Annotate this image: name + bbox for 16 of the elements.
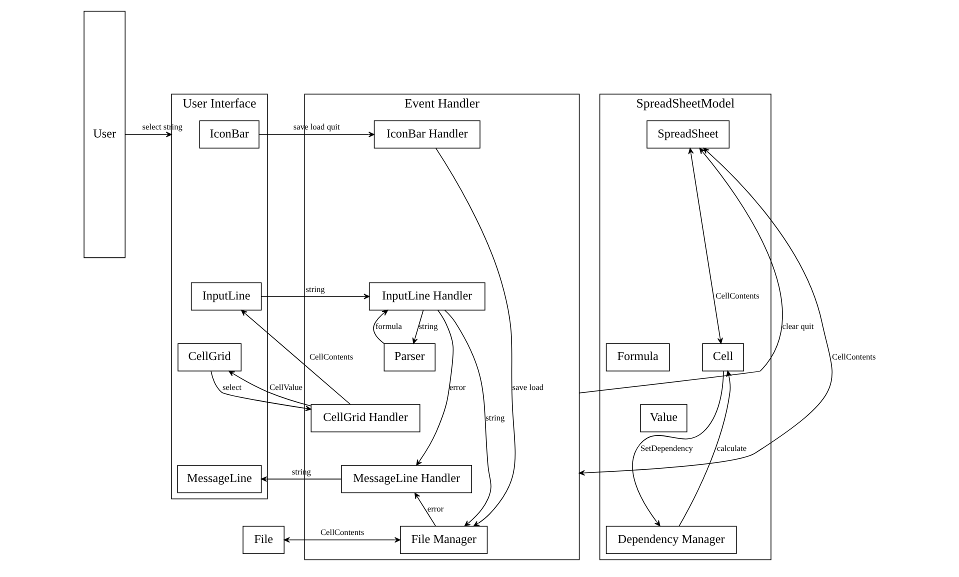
edge-label: string xyxy=(305,284,324,294)
edge-label: calculate xyxy=(716,444,746,453)
edge-label: formula xyxy=(374,322,402,332)
edge-label: CellValue xyxy=(269,382,302,392)
edge-label: clear quit xyxy=(782,322,814,332)
edge-label: error xyxy=(448,382,466,392)
edge-label: save load xyxy=(512,382,544,392)
edge-label: SetDependency xyxy=(640,444,692,453)
edge-label: error xyxy=(426,504,444,514)
edge-label: string xyxy=(485,413,504,422)
edge-label: select xyxy=(222,382,242,392)
edge-label: string xyxy=(418,322,438,332)
edge-label: CellContents xyxy=(832,352,876,362)
edge-label: CellContents xyxy=(715,292,759,301)
edge-label: CellContents xyxy=(308,352,353,362)
edge-label: CellContents xyxy=(320,528,364,538)
